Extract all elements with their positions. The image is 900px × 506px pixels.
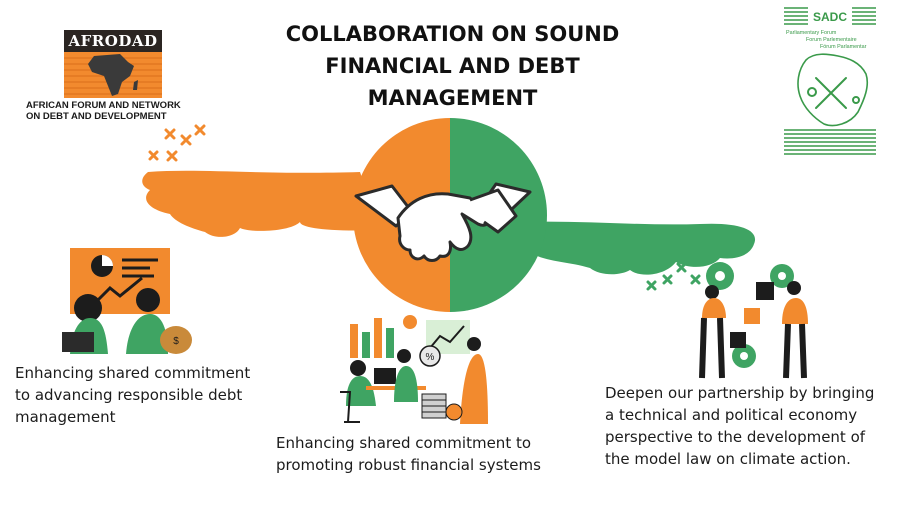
financial-systems-text: Enhancing shared commitment to promoting… — [276, 432, 541, 476]
sadc-wordmark: SADC — [813, 10, 847, 24]
afrodad-logo: AFRODAD AFRICAN FORUM AND NETWORK ON DEB… — [26, 30, 216, 122]
green-paint-swoosh — [520, 221, 756, 275]
partnership-puzzle-illustration — [699, 262, 808, 379]
handshake-icon — [354, 182, 532, 262]
sadc-line-2: Forum Parlementaire — [806, 37, 857, 43]
title-line-1: COLLABORATION ON SOUND — [285, 22, 620, 46]
green-x-marks — [646, 262, 701, 291]
svg-text:%: % — [426, 352, 435, 363]
title-line-2: FINANCIAL AND DEBT — [325, 54, 580, 78]
svg-text:$: $ — [173, 336, 179, 347]
africa-map-icon — [64, 52, 162, 98]
page-title: COLLABORATION ON SOUND FINANCIAL AND DEB… — [250, 18, 655, 114]
sadc-map-outline — [797, 53, 869, 127]
sadc-logo: SADC Parliamentary Forum Forum Parlement… — [784, 7, 876, 155]
orange-paint-swoosh — [142, 170, 380, 237]
block-1-line-1: Enhancing shared commitment — [15, 364, 251, 382]
block-2-line-1: Enhancing shared commitment to — [276, 434, 532, 452]
block-3-line-2: a technical and political economy — [605, 406, 858, 424]
block-3-line-1: Deepen our partnership by bringing — [605, 384, 875, 402]
block-3-line-3: perspective to the development of — [605, 428, 866, 446]
crossed-tools-icon — [807, 77, 860, 109]
afrodad-subtitle-line-1: AFRICAN FORUM AND NETWORK — [26, 100, 181, 111]
block-1-line-2: to advancing responsible debt — [15, 386, 243, 404]
block-2-line-2: promoting robust financial systems — [276, 456, 541, 474]
block-1-line-3: management — [15, 408, 116, 426]
orange-x-marks — [148, 124, 206, 162]
partnership-text: Deepen our partnership by bringing a tec… — [605, 382, 874, 470]
block-3-line-4: the model law on climate action. — [605, 450, 851, 468]
financial-systems-illustration: % — [340, 315, 488, 424]
afrodad-subtitle-line-2: ON DEBT AND DEVELOPMENT — [26, 111, 167, 122]
debt-management-illustration: $ — [62, 248, 192, 354]
debt-management-text: Enhancing shared commitment to advancing… — [15, 362, 250, 428]
afrodad-wordmark: AFRODAD — [64, 30, 162, 52]
sadc-line-3: Fórum Parlamentar — [820, 44, 867, 50]
afrodad-subtitle: AFRICAN FORUM AND NETWORK ON DEBT AND DE… — [26, 100, 216, 122]
title-line-3: MANAGEMENT — [367, 86, 538, 110]
sadc-line-1: Parliamentary Forum — [786, 30, 837, 36]
